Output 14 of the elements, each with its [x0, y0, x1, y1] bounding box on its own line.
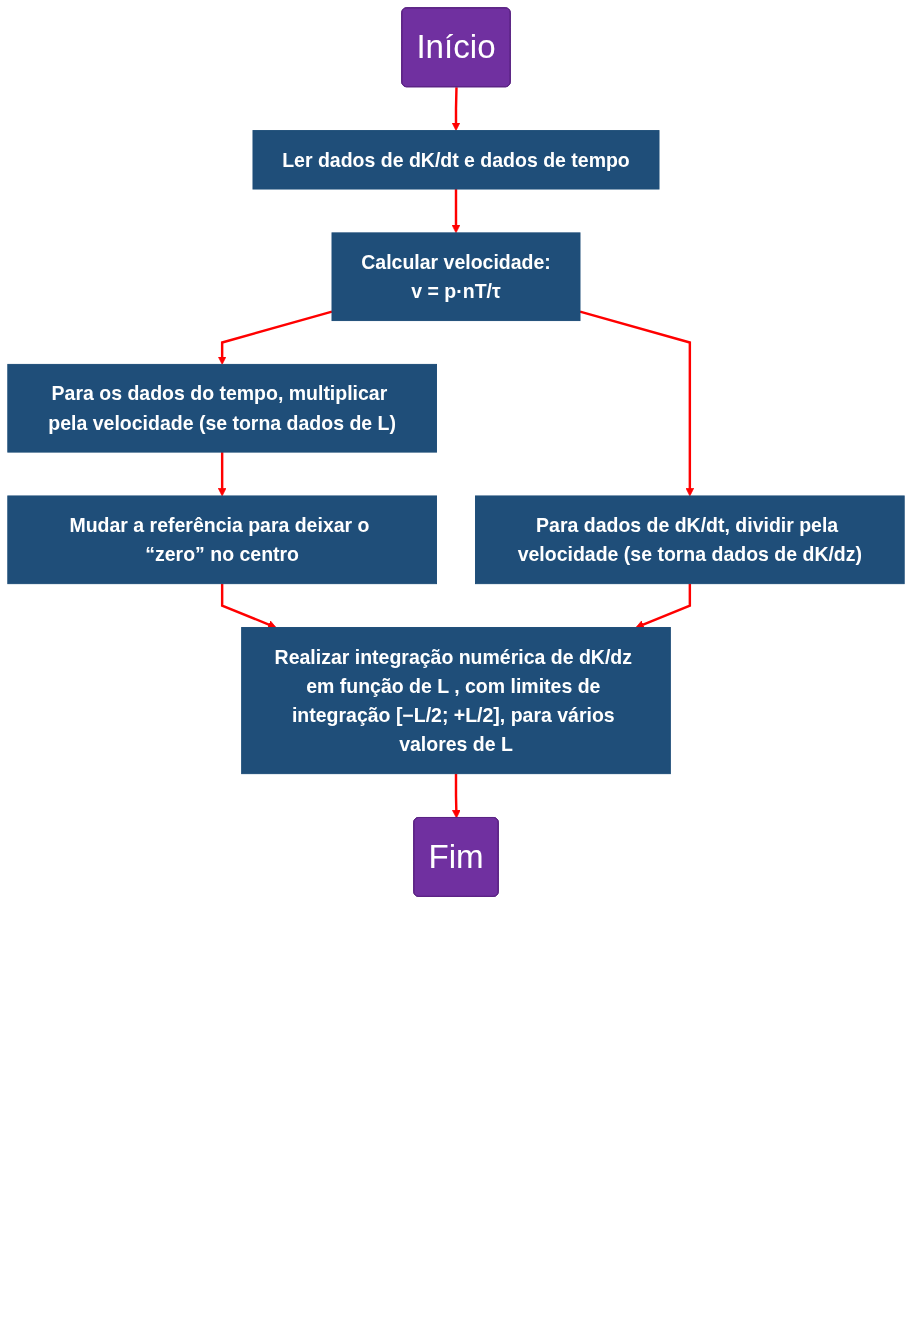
arrow	[217, 310, 333, 365]
arrow	[579, 310, 695, 497]
node-box: Calcular velocidade: v = p·nT/τ	[331, 232, 581, 322]
node-box: Para os dados do tempo, multiplicar pela velocidade (se torna dados de L)	[7, 363, 437, 453]
node-box: Para dados de dK/dt, dividir pela velocidade (se torna dados de dK/dz)	[475, 495, 905, 585]
arrow	[635, 583, 692, 629]
node-box: Mudar a referência para deixar o “zero” no centro	[7, 495, 437, 585]
arrow	[451, 189, 461, 234]
node-box: Realizar integração numérica de dK/dz em função de L , com limites de integração [−L/2; +L/2], para vários valores de L	[241, 627, 671, 775]
arrow	[217, 452, 227, 497]
arrow	[451, 87, 461, 131]
node-box: Ler dados de dK/dt e dados de tempo	[252, 130, 660, 190]
arrow	[452, 773, 461, 819]
arrow	[220, 583, 277, 629]
